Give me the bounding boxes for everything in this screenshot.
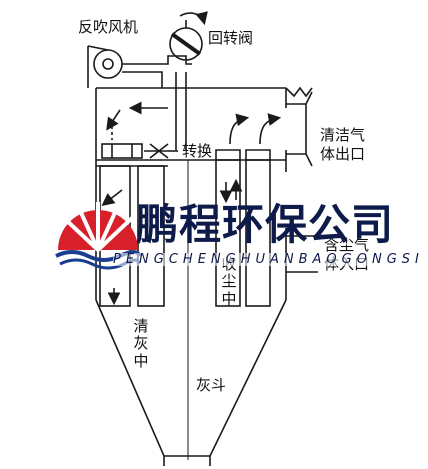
ash-hopper-label: 灰斗: [196, 376, 227, 394]
ash-cleaning-char-3: 中: [133, 351, 149, 370]
dust-collecting-char-2: 尘: [221, 272, 237, 291]
rotary-valve: [169, 11, 208, 61]
ash-cleaning-label: 清 灰 中: [132, 317, 150, 370]
watermark-emblem: [55, 202, 142, 270]
watermark-company-pinyin: PENGCHENGHUANBAOGONGSI: [113, 252, 424, 267]
ash-hopper: [95, 299, 287, 457]
clean-gas-outlet-label-2: 体出口: [320, 145, 366, 163]
ash-cleaning-char-1: 清: [133, 317, 149, 335]
dusty-gas-inlet-label-1: 含尘气: [324, 236, 370, 254]
dust-collecting-char-3: 中: [221, 289, 237, 308]
reverse-blow-fan-label: 反吹风机: [78, 18, 139, 36]
filter-bag-collecting: [215, 159, 241, 307]
switch-valve: [101, 143, 178, 159]
clean-gas-outlet-label-1: 清洁气: [320, 126, 366, 144]
dusty-gas-inlet-duct: [286, 235, 318, 273]
clean-gas-outlet-duct: [286, 91, 313, 167]
reverse-blow-fan: [93, 49, 123, 79]
watermark-company-name: 鹏程环保公司: [136, 200, 395, 249]
switch-label: 转换: [182, 142, 213, 160]
ash-cleaning-char-2: 灰: [133, 334, 149, 353]
rotary-valve-label: 回转阀: [208, 29, 254, 47]
